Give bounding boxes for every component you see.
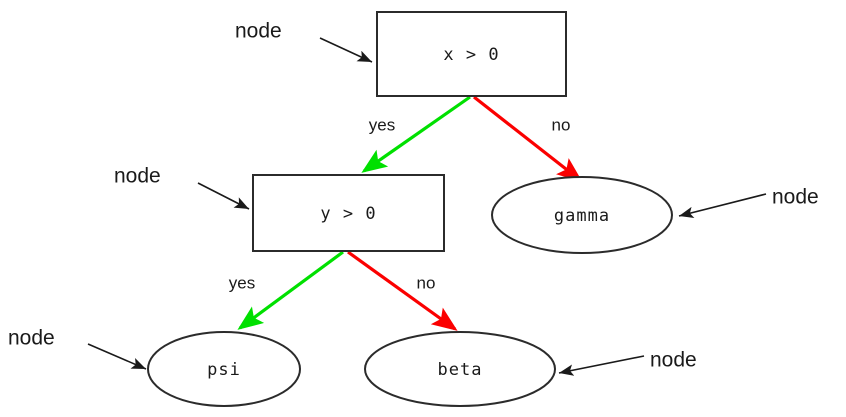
edge-label-no-second: no bbox=[417, 273, 436, 292]
annotations-layer: node node node node node bbox=[8, 20, 819, 376]
annotation-label-second: node bbox=[114, 165, 161, 188]
nodes-layer: x > 0 y > 0 gamma psi beta bbox=[147, 11, 673, 407]
annotation-pointer-root bbox=[319, 37, 373, 63]
edge-root-yes bbox=[361, 95, 471, 173]
edges-layer bbox=[237, 95, 583, 331]
node-second-condition[interactable] bbox=[252, 174, 445, 252]
edge-root-no bbox=[473, 95, 583, 182]
annotation-label-psi: node bbox=[8, 327, 55, 350]
node-gamma-leaf[interactable] bbox=[491, 176, 673, 254]
annotation-label-gamma: node bbox=[772, 186, 819, 209]
edge-labels-layer: yes no yes no bbox=[229, 115, 571, 292]
annotation-pointer-psi bbox=[87, 343, 147, 370]
node-gamma-label: gamma bbox=[554, 206, 610, 226]
annotation-pointer-second bbox=[197, 182, 250, 210]
edge-label-yes-second: yes bbox=[229, 273, 255, 292]
edge-second-yes bbox=[237, 250, 344, 330]
node-beta-label: beta bbox=[438, 360, 483, 380]
edge-label-no-root: no bbox=[552, 115, 571, 134]
node-beta-leaf[interactable] bbox=[364, 331, 556, 407]
node-psi-leaf[interactable] bbox=[147, 331, 301, 407]
edge-second-no bbox=[347, 250, 458, 331]
annotation-label-root: node bbox=[235, 20, 282, 43]
node-root-condition[interactable] bbox=[376, 11, 567, 97]
node-psi-label: psi bbox=[207, 360, 241, 380]
node-second-label: y > 0 bbox=[320, 204, 376, 224]
annotation-pointer-gamma bbox=[678, 193, 767, 219]
annotation-label-beta: node bbox=[650, 349, 697, 372]
edge-label-yes-root: yes bbox=[369, 115, 395, 134]
node-root-label: x > 0 bbox=[443, 45, 499, 65]
annotation-pointer-beta bbox=[558, 355, 645, 376]
